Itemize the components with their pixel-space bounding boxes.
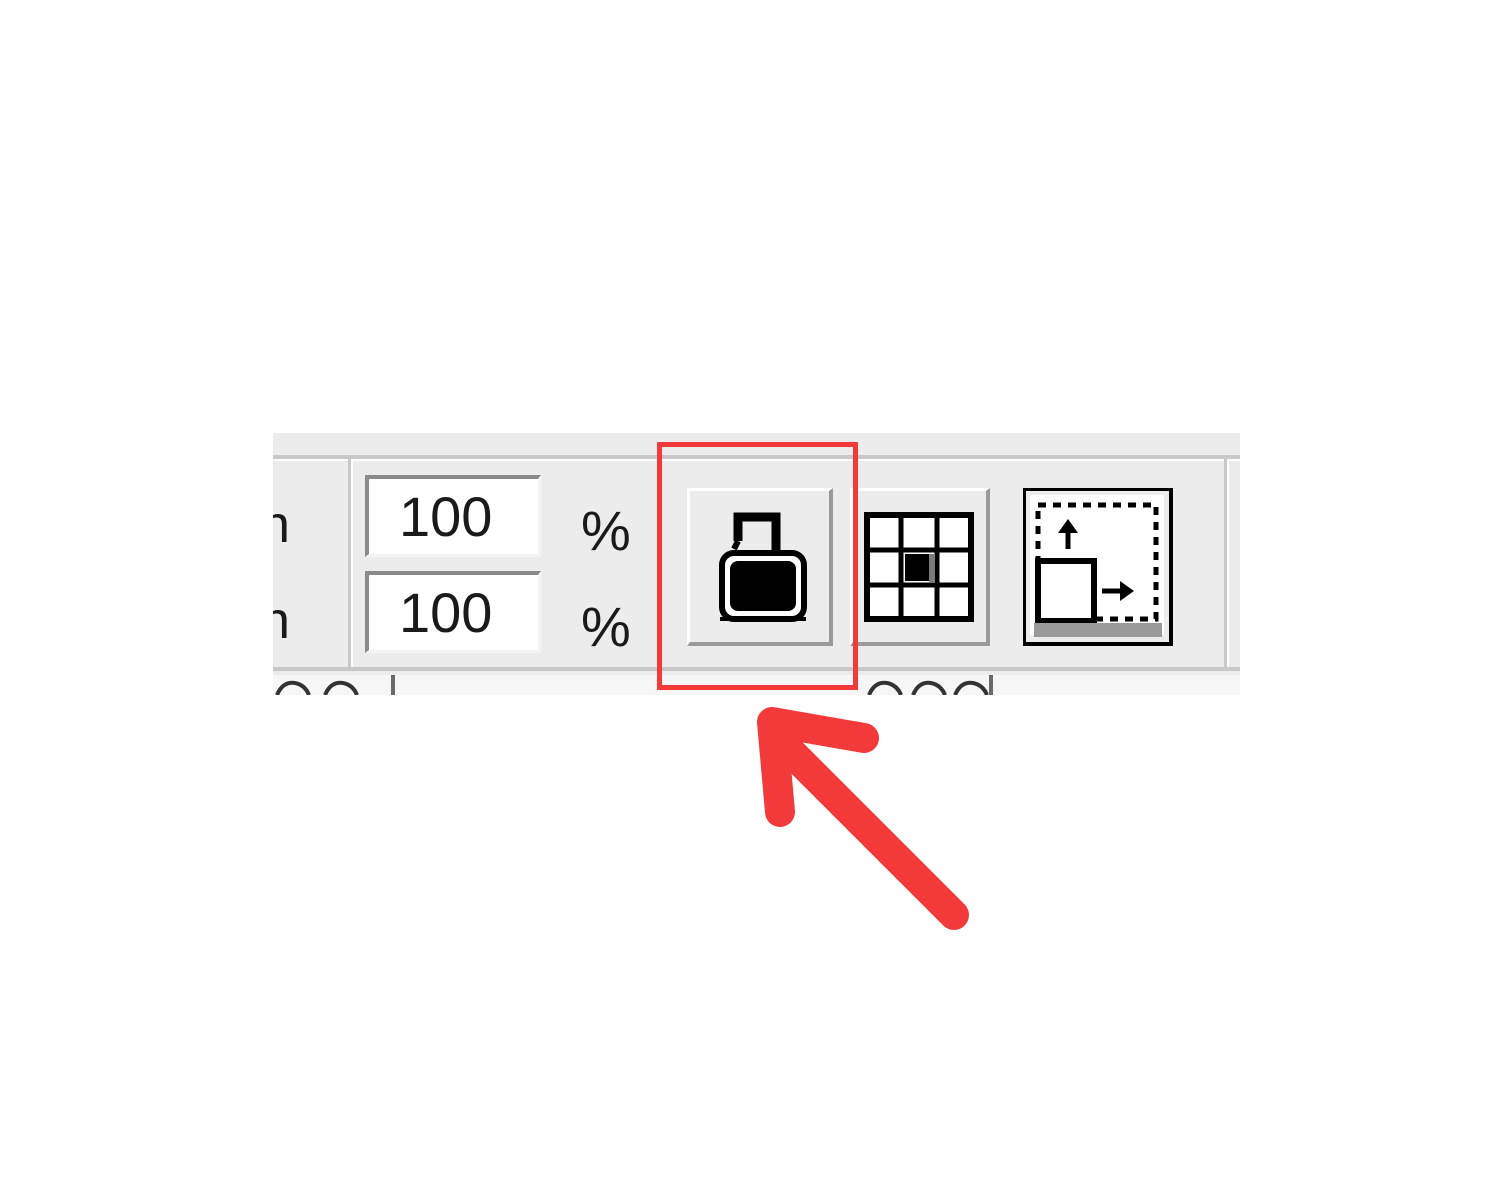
toolbar-separator-highlight (1227, 459, 1229, 667)
toolbar-separator (1224, 459, 1227, 667)
annotation-highlight-box (657, 442, 858, 690)
height-label-fragment: n (273, 592, 290, 650)
width-percent-input[interactable]: 100 (365, 475, 541, 557)
toolbar-top-highlight (273, 459, 1240, 461)
toolbar-bottom-border (273, 667, 1240, 671)
toolbar-top-border (273, 455, 1240, 459)
anchor-grid-icon (864, 512, 974, 622)
resize-canvas-button[interactable] (1023, 488, 1173, 646)
unlocked-padlock-icon (719, 512, 807, 622)
resize-expand-icon (1030, 495, 1164, 637)
anchor-grid-button[interactable] (850, 488, 990, 646)
height-unit-label: % (581, 595, 631, 658)
width-unit-label: % (581, 499, 631, 562)
width-label-fragment: n (273, 496, 290, 554)
lock-aspect-ratio-button[interactable] (687, 488, 833, 646)
toolbar-separator (348, 459, 351, 667)
toolbar-separator-highlight (351, 459, 353, 667)
toolbar-panel: n n 100 100 % % (273, 433, 1240, 695)
height-percent-input[interactable]: 100 (365, 571, 541, 653)
